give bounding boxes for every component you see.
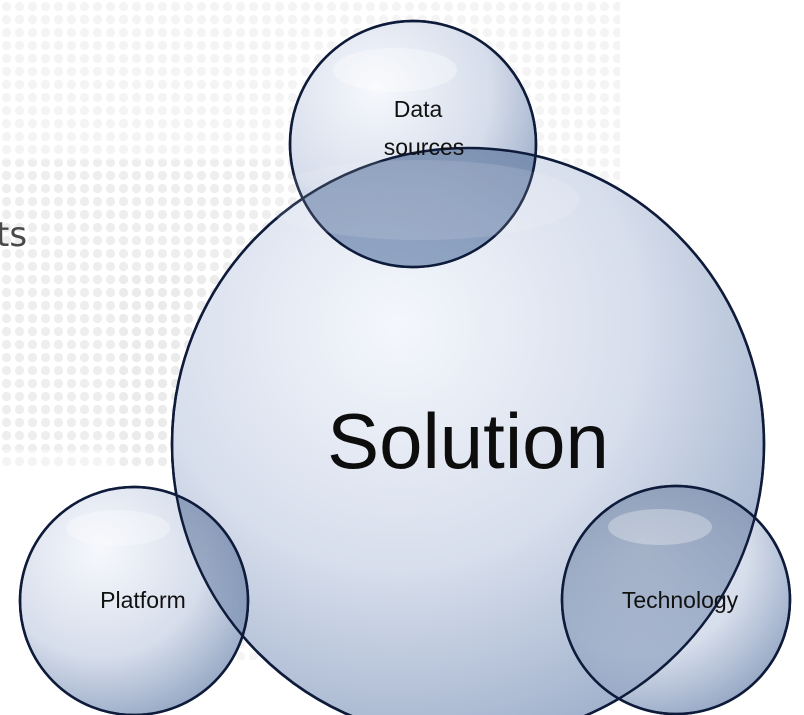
data-sources-label-line2: sources (384, 134, 465, 160)
platform-label: Platform (100, 587, 186, 613)
data-sources-label-line1: Data (394, 96, 443, 122)
partial-text: ts (0, 215, 27, 255)
solution-label: Solution (327, 397, 609, 485)
technology-label: Technology (622, 587, 739, 613)
overlap-top (290, 148, 536, 267)
